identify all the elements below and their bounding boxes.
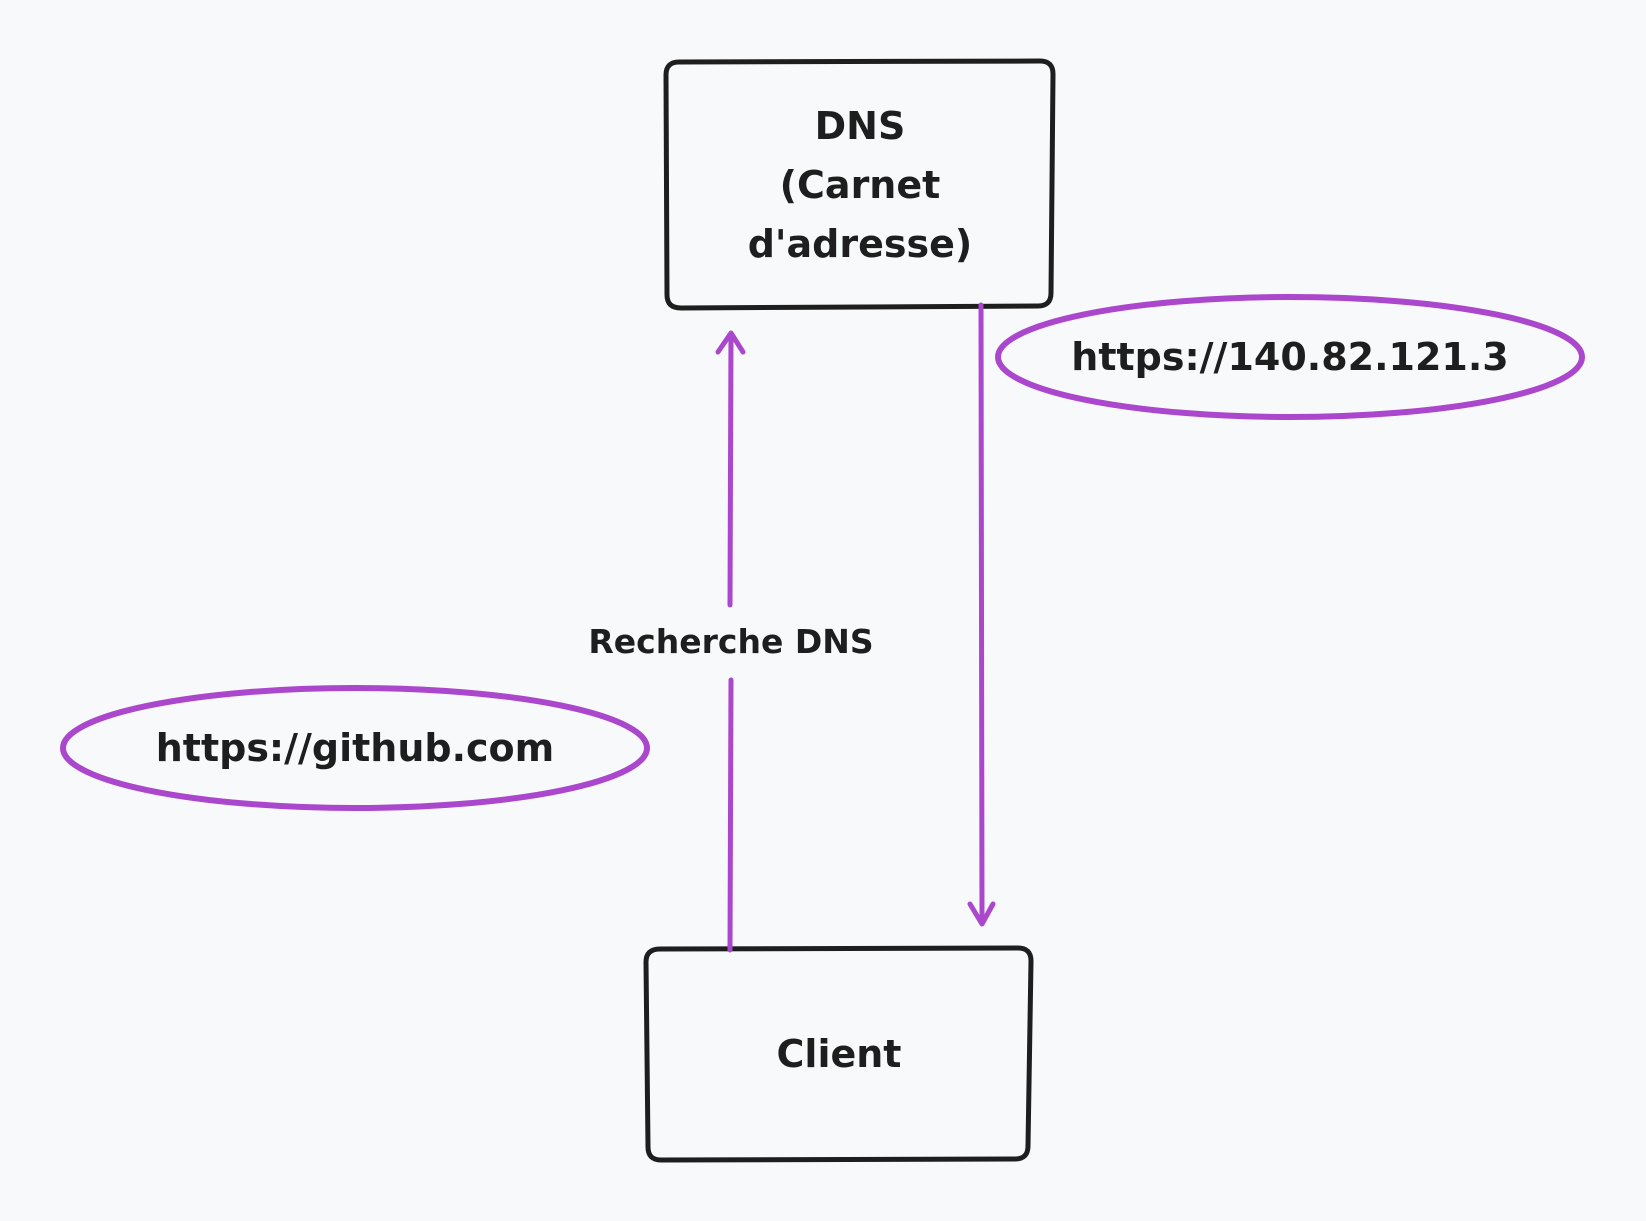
dns-node-box[interactable] [663, 58, 1056, 311]
ip-url-label: https://140.82.121.3 [1071, 335, 1509, 379]
response-arrow-line [978, 302, 985, 925]
client-node-label: Client [776, 1032, 902, 1076]
lookup-edge-label: Recherche DNS [560, 622, 902, 662]
lookup-arrowhead [715, 330, 746, 355]
client-node-box[interactable] [643, 945, 1034, 1163]
ip-url-ellipse[interactable] [995, 294, 1585, 420]
response-arrowhead [967, 901, 996, 927]
lookup-arrow-line-upper [727, 332, 734, 608]
dns-node-label: DNS (Carnet d'adresse) [747, 104, 973, 266]
domain-url-label: https://github.com [155, 726, 555, 770]
lookup-arrow-line-lower [727, 677, 734, 953]
domain-url-ellipse[interactable] [60, 685, 650, 811]
